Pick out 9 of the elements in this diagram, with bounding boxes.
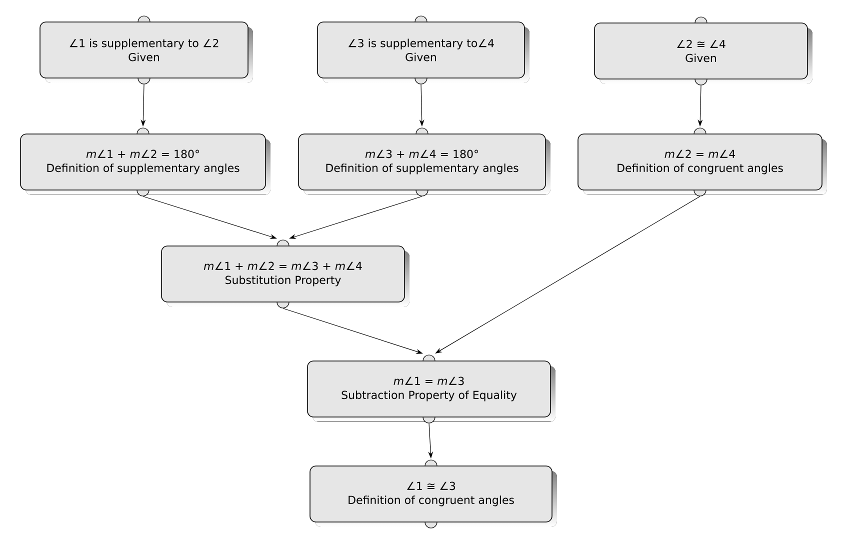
statement-box: ∠1 ≅ ∠3 Definition of congruent angles [310, 460, 557, 528]
statement-box: ∠3 is supplementary to∠4 Given [317, 16, 530, 84]
statement-box: m∠2 = m∠4 Definition of congruent angles [578, 128, 827, 196]
statement-box: m∠1 = m∠3 Subtraction Property of Equality [307, 354, 556, 424]
statement-box: ∠1 is supplementary to ∠2 Given [40, 16, 253, 84]
statement-box: ∠2 ≅ ∠4 Given [594, 16, 812, 86]
statement-box: m∠1 + m∠2 = 180° Definition of supplementary angles [20, 128, 270, 196]
statement-box: m∠1 + m∠2 = m∠3 + m∠4 Substitution Property [161, 240, 410, 308]
statement-box: m∠3 + m∠4 = 180° Definition of supplementary angles [298, 128, 550, 196]
